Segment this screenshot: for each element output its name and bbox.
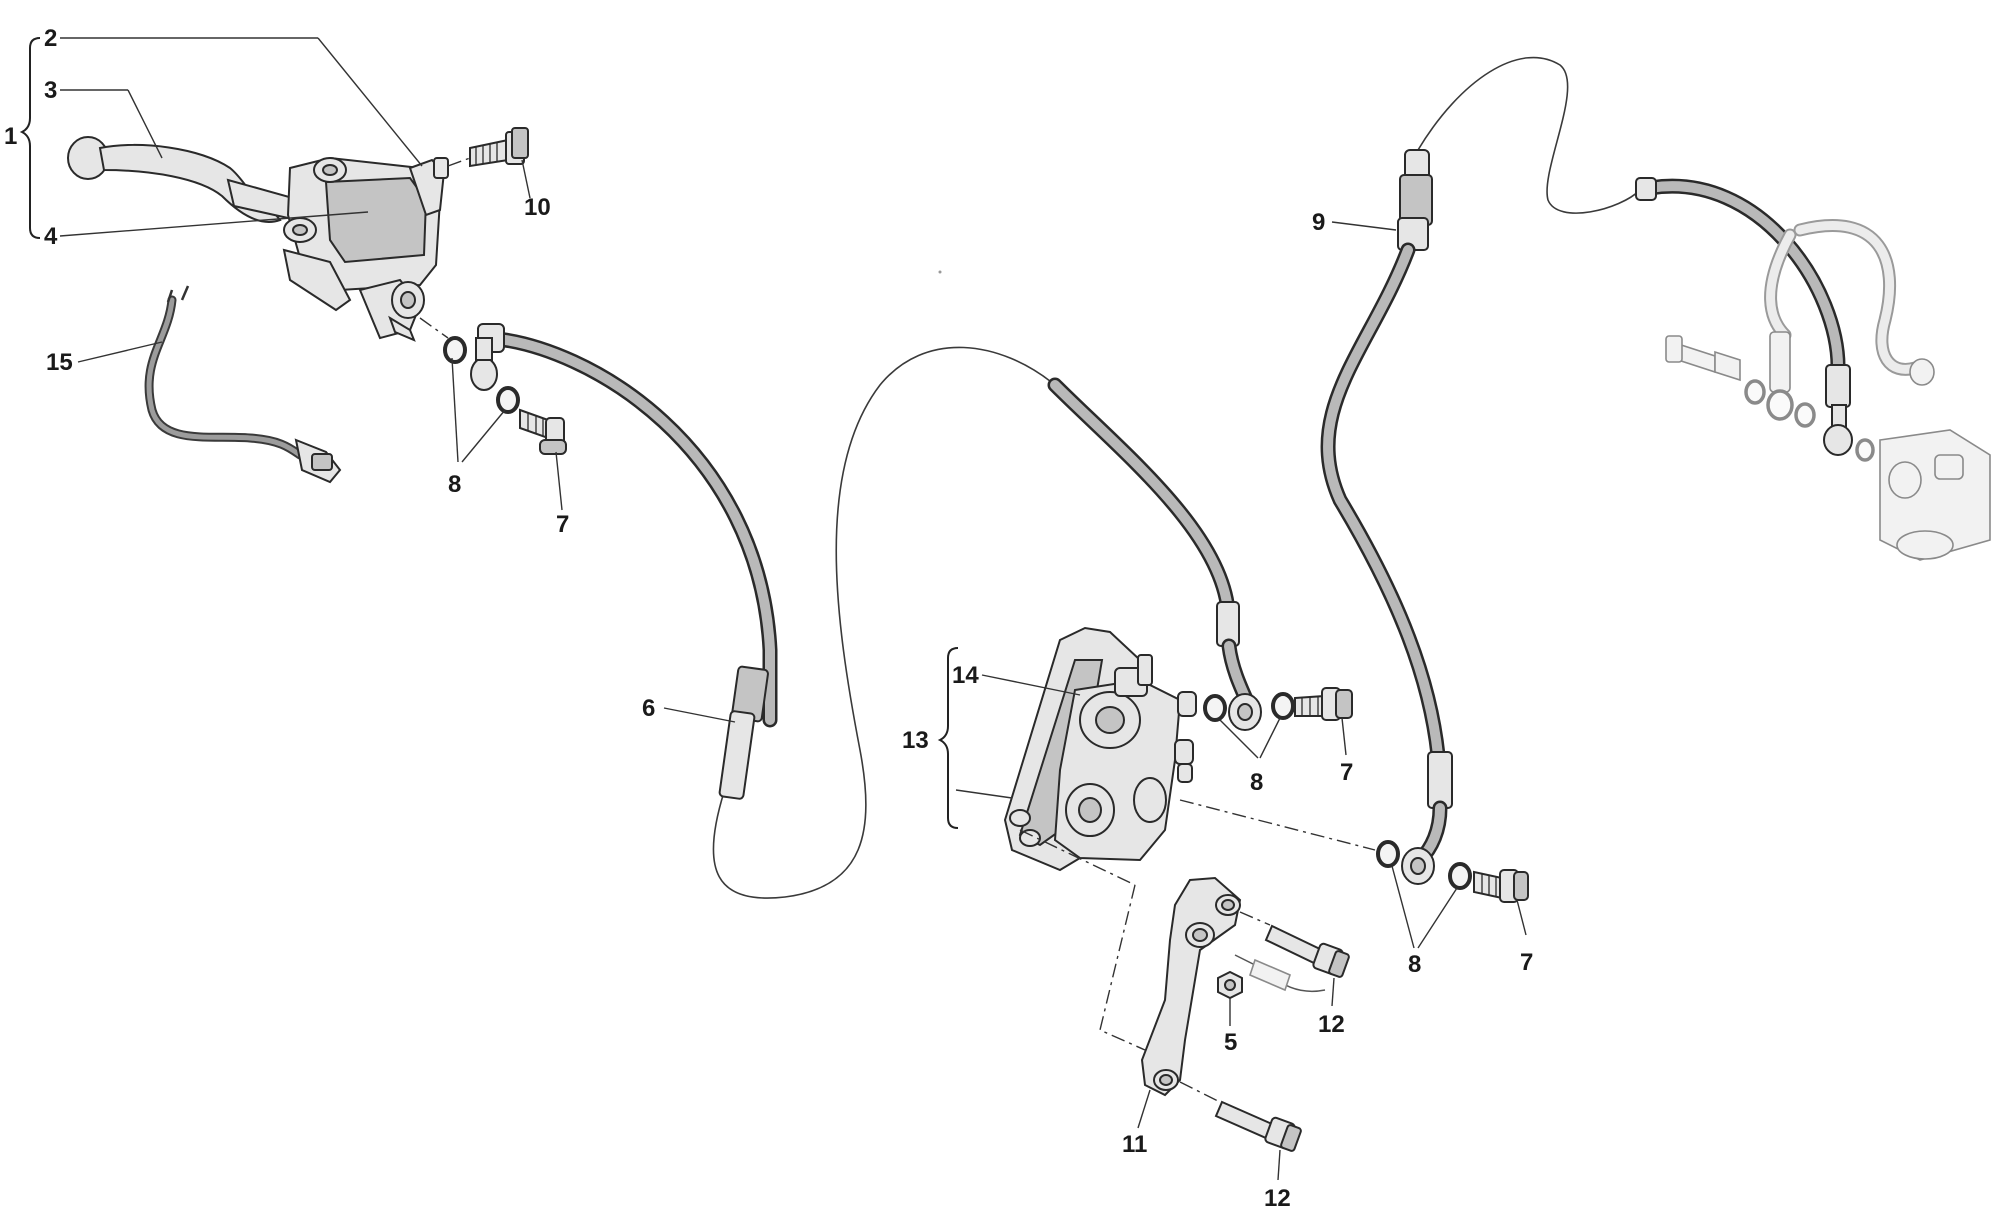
brace-group-1 xyxy=(19,37,41,239)
brake-hose-6 xyxy=(470,323,1262,899)
callout-13: 13 xyxy=(902,727,929,754)
callout-7-master: 7 xyxy=(556,511,569,538)
callout-15: 15 xyxy=(46,349,73,376)
callout-11: 11 xyxy=(1122,1131,1147,1158)
washers-8-lower xyxy=(1376,840,1472,890)
nut-5 xyxy=(1217,970,1243,1000)
callout-7-caliper: 7 xyxy=(1340,759,1353,786)
axis-caliper-hose9 xyxy=(1179,799,1376,851)
callout-14: 14 xyxy=(952,662,979,689)
callout-3: 3 xyxy=(44,77,57,104)
callout-12-lower: 12 xyxy=(1264,1185,1291,1212)
sensor-wire xyxy=(1234,954,1326,992)
callout-7-lower: 7 xyxy=(1520,949,1533,976)
callout-1: 1 xyxy=(4,123,17,150)
washers-8-master xyxy=(443,336,520,414)
brake-hose-9 xyxy=(1320,56,1853,885)
front-brake-master-cylinder xyxy=(67,136,449,342)
callout-9: 9 xyxy=(1312,209,1325,236)
brace-group-13 xyxy=(937,647,959,829)
bolt-12-lower xyxy=(1214,1100,1302,1152)
axis-bolt-12-upper xyxy=(1239,911,1271,926)
axis-bracket-lower xyxy=(1099,884,1146,1051)
axis-bolt-10 xyxy=(447,157,471,167)
callout-10: 10 xyxy=(524,194,551,221)
bolt-10 xyxy=(469,127,529,168)
callout-4: 4 xyxy=(44,223,58,250)
caliper-bracket-11 xyxy=(1140,876,1242,1097)
callout-numbers: 1 2 3 4 10 15 8 7 6 14 13 8 7 9 8 7 5 12… xyxy=(4,25,1533,1212)
ghosted-rear-assembly xyxy=(1665,219,1991,561)
axis-bolt-12-lower xyxy=(1179,1081,1221,1103)
callout-8-caliper: 8 xyxy=(1250,769,1263,796)
callout-8-lower: 8 xyxy=(1408,951,1421,978)
brake-caliper-13 xyxy=(1003,626,1197,872)
bolt-7-caliper xyxy=(1294,687,1353,721)
bolt-7-master xyxy=(519,408,567,455)
callout-2: 2 xyxy=(44,25,57,52)
leader-lines xyxy=(59,37,1527,1181)
washers-8-caliper xyxy=(1203,692,1295,722)
callout-6: 6 xyxy=(642,695,655,722)
callout-12-upper: 12 xyxy=(1318,1011,1345,1038)
callout-8-master: 8 xyxy=(448,471,461,498)
callout-5: 5 xyxy=(1224,1029,1237,1056)
axis-banjo-master xyxy=(419,317,449,339)
brake-light-switch-15 xyxy=(144,285,342,484)
axis-bracket xyxy=(1019,829,1136,886)
stray-dot xyxy=(938,270,942,274)
bolt-12-upper xyxy=(1264,924,1350,978)
bolt-7-lower xyxy=(1473,869,1529,903)
